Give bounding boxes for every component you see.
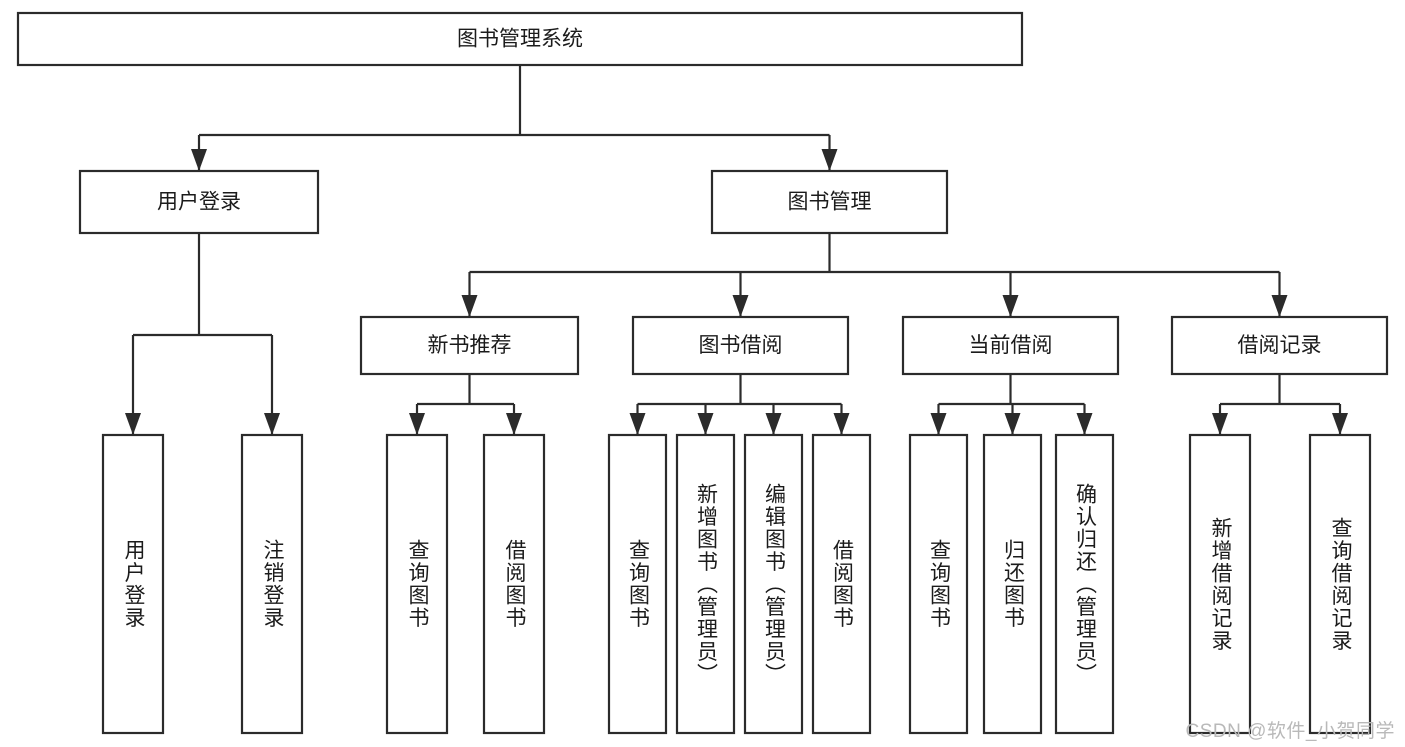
arrow-into-book-manage xyxy=(821,149,838,171)
node-box-leaf-user-logout[interactable] xyxy=(240,433,304,735)
arrow-into-borrow-record xyxy=(1271,295,1288,317)
arrow-into-leaf-borrow-add-book xyxy=(697,413,714,435)
node-box-layer xyxy=(16,11,1389,735)
node-label-user-login: 用户登录 xyxy=(157,191,241,214)
arrow-into-leaf-borrow-edit-book xyxy=(765,413,782,435)
arrow-into-leaf-cur-query-book xyxy=(930,413,947,435)
node-box-new-book-recommend[interactable] xyxy=(359,315,580,376)
node-box-user-login[interactable] xyxy=(78,169,320,235)
node-box-leaf-rec-add-record[interactable] xyxy=(1188,433,1252,735)
arrow-into-leaf-rec-query-record xyxy=(1332,413,1348,435)
arrow-into-book-borrow xyxy=(732,295,749,317)
arrow-into-leaf-cur-confirm-return xyxy=(1076,413,1093,435)
node-label-root: 图书管理系统 xyxy=(457,28,583,51)
node-label-new-book-recommend: 新书推荐 xyxy=(428,334,512,357)
node-box-leaf-rec-borrow-book[interactable] xyxy=(482,433,546,735)
node-label-current-borrow: 当前借阅 xyxy=(969,334,1053,357)
node-box-leaf-user-login[interactable] xyxy=(101,433,165,735)
node-label-borrow-record: 借阅记录 xyxy=(1238,334,1322,357)
arrow-into-new-book-recommend xyxy=(461,295,478,317)
node-box-current-borrow[interactable] xyxy=(901,315,1120,376)
node-box-leaf-cur-return-book[interactable] xyxy=(982,433,1043,735)
node-box-leaf-rec-query-record[interactable] xyxy=(1308,433,1372,735)
arrow-into-leaf-user-logout xyxy=(264,413,280,435)
node-box-leaf-cur-query-book[interactable] xyxy=(908,433,969,735)
arrow-into-leaf-rec-query-book xyxy=(409,413,425,435)
arrow-into-leaf-borrow-query-book xyxy=(629,413,646,435)
node-label-book-borrow: 图书借阅 xyxy=(699,334,783,357)
node-box-leaf-cur-confirm-return[interactable] xyxy=(1054,433,1115,735)
node-box-book-borrow[interactable] xyxy=(631,315,850,376)
node-box-leaf-borrow-query-book[interactable] xyxy=(607,433,668,735)
csdn-watermark: CSDN @软件_小贺同学 xyxy=(1185,721,1395,742)
arrow-into-user-login xyxy=(191,149,207,171)
node-box-borrow-record[interactable] xyxy=(1170,315,1389,376)
node-box-leaf-borrow-edit-book[interactable] xyxy=(743,433,804,735)
arrow-into-leaf-rec-borrow-book xyxy=(506,413,522,435)
arrow-into-leaf-user-login xyxy=(125,413,141,435)
arrow-into-leaf-cur-return-book xyxy=(1004,413,1021,435)
node-box-leaf-borrow-borrow-book[interactable] xyxy=(811,433,872,735)
connector-layer xyxy=(125,65,1348,435)
node-box-leaf-borrow-add-book[interactable] xyxy=(675,433,736,735)
node-label-book-manage: 图书管理 xyxy=(788,191,872,214)
arrow-into-leaf-rec-add-record xyxy=(1212,413,1228,435)
node-box-leaf-rec-query-book[interactable] xyxy=(385,433,449,735)
node-box-root[interactable] xyxy=(16,11,1024,67)
node-box-book-manage[interactable] xyxy=(710,169,949,235)
arrow-into-current-borrow xyxy=(1002,295,1019,317)
arrow-into-leaf-borrow-borrow-book xyxy=(833,413,850,435)
